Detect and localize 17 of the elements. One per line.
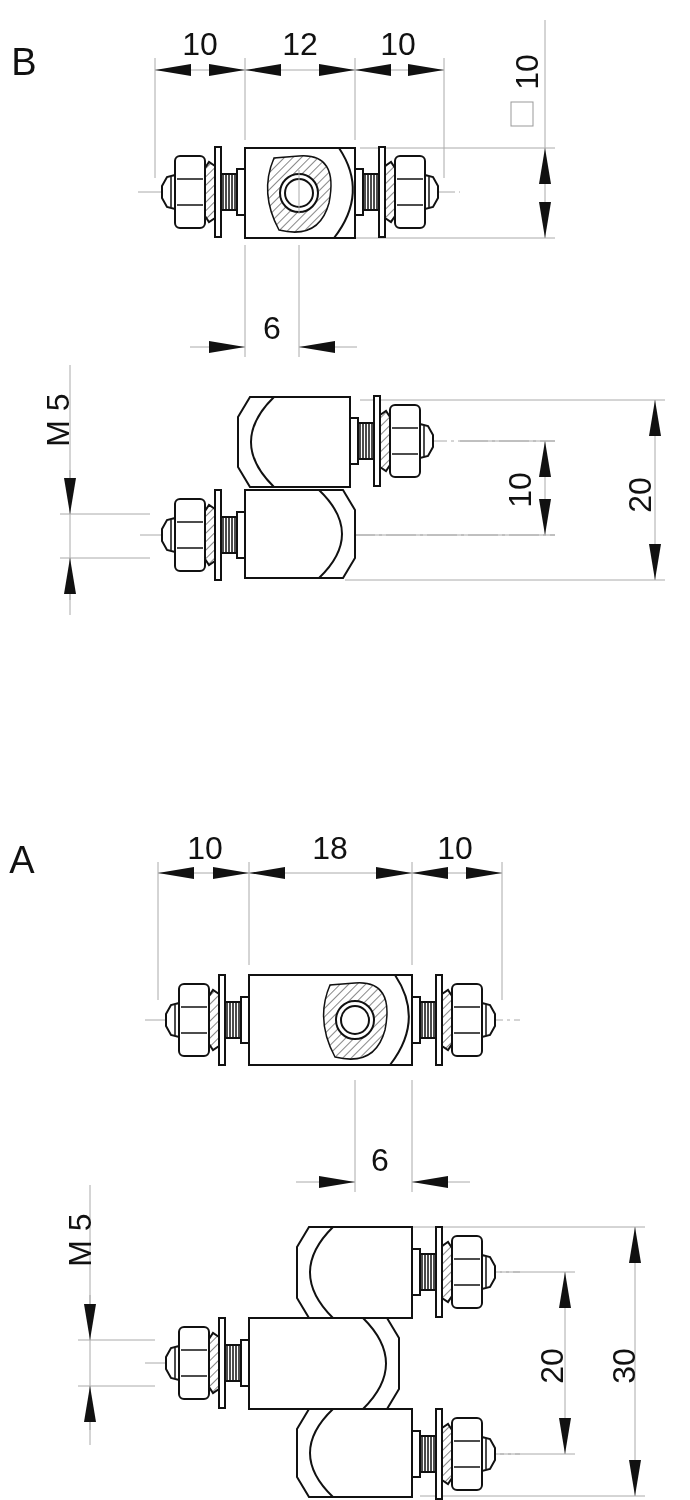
dimension-text: M 5 xyxy=(64,1213,96,1267)
dimension-text: 10 xyxy=(511,54,543,90)
dimension-text: 12 xyxy=(282,28,318,60)
view-label: B xyxy=(11,43,37,81)
dimension-text: 10 xyxy=(504,472,536,508)
dimension-text: 6 xyxy=(371,1144,389,1176)
dimension-text: 30 xyxy=(608,1348,640,1384)
dimension-text: 10 xyxy=(437,832,473,864)
dimension-text: 20 xyxy=(624,477,656,513)
dimension-text: 20 xyxy=(536,1348,568,1384)
dimension-text: 10 xyxy=(187,832,223,864)
dimension-text: 10 xyxy=(182,28,218,60)
dimension-text: 10 xyxy=(380,28,416,60)
dimension-text: 18 xyxy=(312,832,348,864)
view-label: A xyxy=(9,841,35,879)
dimension-text: 6 xyxy=(263,312,281,344)
dimension-text: M 5 xyxy=(42,393,74,447)
